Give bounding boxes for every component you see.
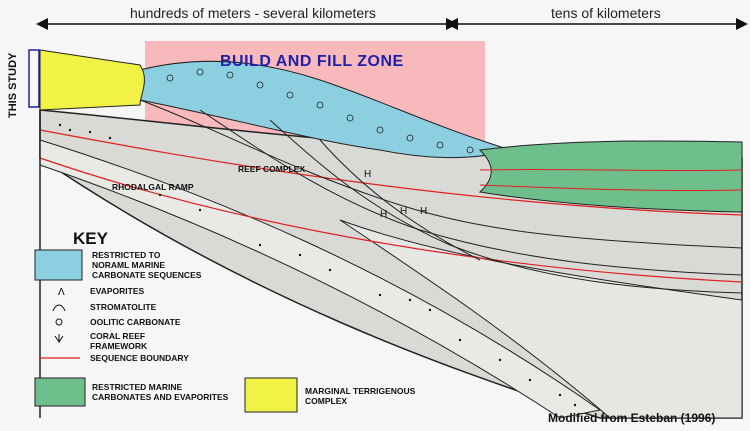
key-restricted-normal: RESTRICTED TO NORAML MARINE CARBONATE SE… [92,250,202,280]
ramp-strip [39,139,602,419]
clinoform-2 [199,109,743,276]
reef-complex-label: REEF COMPLEX [238,164,306,174]
sequence-boundary-3 [479,168,743,172]
key-swatch-green [34,377,86,407]
scale-label-right: tens of kilometers [551,5,661,21]
green-restricted-band [478,140,743,213]
key-marginal: MARGINAL TERRIGENOUS COMPLEX [305,386,416,406]
credit-text: Modified from Esteban (1996) [548,411,716,425]
evaporite-symbol-2: H [380,209,388,220]
key-coral: CORAL REEF FRAMEWORK [90,331,148,351]
evaporite-symbol-1: H [364,169,372,180]
sequence-boundary-2 [39,157,743,283]
scale-label-left: hundreds of meters - several kilometers [130,5,376,21]
evaporite-symbol-3: H [400,206,408,217]
deep-basin [339,219,743,419]
clinoform-4 [319,139,481,261]
key-symbol-coral [54,334,64,343]
key-swatch-blue [34,249,83,281]
key-oolitic: OOLITIC CARBONATE [90,317,181,327]
yellow-terrigenous [39,49,145,111]
key-stromatolite: STROMATOLITE [90,302,157,312]
rhodalgal-ramp-label: RHODALGAL RAMP [112,182,194,192]
oolitic-marks [166,68,474,154]
ramp-dots [58,123,577,407]
evaporite-symbol-4: H [420,206,428,217]
this-study-label: THIS STUDY [7,52,19,118]
key-symbol-oolitic [55,318,63,326]
clinoform-1 [139,99,743,249]
key-symbol-stromatolite [52,304,66,312]
sequence-boundary-4 [479,184,743,192]
zone-label: BUILD AND FILL ZONE [220,53,404,70]
key-sequence-boundary: SEQUENCE BOUNDARY [90,353,189,363]
key-restricted-marine: RESTRICTED MARINE CARBONATES AND EVAPORI… [92,382,229,402]
key-symbol-evaporite: Λ [58,287,65,298]
key-evaporites: EVAPORITES [90,286,145,296]
sequence-boundary-1 [39,129,743,216]
key-swatch-yellow [244,377,298,413]
this-study-bracket [28,49,40,108]
key-title: KEY [73,229,108,248]
